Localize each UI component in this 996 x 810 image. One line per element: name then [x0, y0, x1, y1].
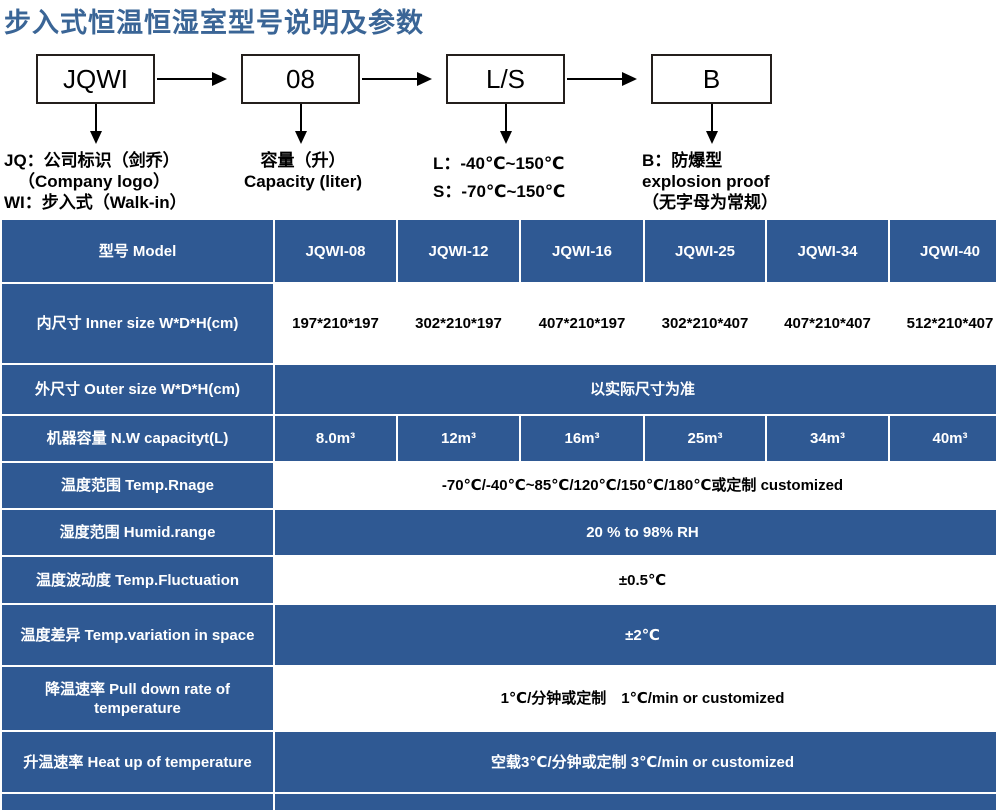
row-label-temp-variation: 温度差异 Temp.variation in space	[2, 605, 273, 665]
header-model-label: 型号 Model	[2, 220, 273, 282]
cell-inner-size-4: 302*210*407	[645, 284, 765, 363]
header-model-jqwi-12: JQWI-12	[398, 220, 519, 282]
cell-inner-size-3: 407*210*197	[521, 284, 643, 363]
diagram-node-explosion: B	[651, 54, 772, 104]
caption-explosion-line-3: （无字母为常规）	[642, 193, 778, 212]
row-label-weight: 机器重量 N.W weight(kg)	[2, 794, 273, 810]
table-row-weight: 机器重量 N.W weight(kg) 以实际重量为准	[2, 794, 996, 810]
cell-outer-size-span: 以实际尺寸为准	[275, 365, 996, 414]
row-label-inner-size: 内尺寸 Inner size W*D*H(cm)	[2, 284, 273, 363]
table-row-humidity: 湿度范围 Humid.range 20 % to 98% RH	[2, 510, 996, 555]
table-row-inner-size: 内尺寸 Inner size W*D*H(cm) 197*210*197 302…	[2, 284, 996, 363]
caption-temp-line-1: L：-40℃~150℃	[433, 154, 565, 173]
caption-jqwi-line-3: WI：步入式（Walk-in）	[4, 193, 187, 212]
row-label-temp-fluctuation: 温度波动度 Temp.Fluctuation	[2, 557, 273, 603]
table-body: 内尺寸 Inner size W*D*H(cm) 197*210*197 302…	[2, 284, 996, 810]
table-row-pull-down-rate: 降温速率 Pull down rate of temperature 1℃/分钟…	[2, 667, 996, 730]
table-row-heat-up-rate: 升温速率 Heat up of temperature 空载3℃/分钟或定制 3…	[2, 732, 996, 792]
table-row-temp-range: 温度范围 Temp.Rnage -70℃/-40℃~85℃/120℃/150℃/…	[2, 463, 996, 508]
caption-capacity-line-2: Capacity (liter)	[243, 172, 363, 191]
arrow-down-jqwi	[90, 104, 102, 144]
caption-explosion-line-1: B：防爆型	[642, 151, 723, 170]
caption-jqwi-line-2: （Company logo）	[18, 172, 171, 191]
caption-temp-line-2: S：-70℃~150℃	[433, 182, 566, 201]
caption-capacity-line-1: 容量（升）	[260, 151, 346, 170]
arrow-down-temp	[500, 104, 512, 144]
arrow-temp-to-explosion	[567, 72, 637, 86]
specification-table: 型号 Model JQWI-08 JQWI-12 JQWI-16 JQWI-25…	[0, 218, 996, 810]
table-row-temp-fluctuation: 温度波动度 Temp.Fluctuation ±0.5℃	[2, 557, 996, 603]
caption-jqwi: JQ：公司标识（剑乔） （Company logo） WI：步入式（Walk-i…	[4, 150, 187, 213]
row-label-capacity: 机器容量 N.W capacityt(L)	[2, 416, 273, 461]
cell-temp-range-span: -70℃/-40℃~85℃/120℃/150℃/180℃或定制 customiz…	[275, 463, 996, 508]
cell-humidity-span: 20 % to 98% RH	[275, 510, 996, 555]
header-model-jqwi-08: JQWI-08	[275, 220, 396, 282]
header-model-jqwi-34: JQWI-34	[767, 220, 888, 282]
cell-capacity-1: 8.0m³	[275, 416, 396, 461]
header-model-jqwi-16: JQWI-16	[521, 220, 643, 282]
caption-jqwi-line-1: JQ：公司标识（剑乔）	[4, 151, 180, 170]
cell-inner-size-2: 302*210*197	[398, 284, 519, 363]
row-label-outer-size: 外尺寸 Outer size W*D*H(cm)	[2, 365, 273, 414]
header-model-jqwi-40: JQWI-40	[890, 220, 996, 282]
cell-heat-up-rate-span: 空载3℃/分钟或定制 3℃/min or customized	[275, 732, 996, 792]
cell-inner-size-1: 197*210*197	[275, 284, 396, 363]
table-header-row: 型号 Model JQWI-08 JQWI-12 JQWI-16 JQWI-25…	[2, 220, 996, 282]
cell-inner-size-6: 512*210*407	[890, 284, 996, 363]
cell-capacity-5: 34m³	[767, 416, 888, 461]
header-model-jqwi-25: JQWI-25	[645, 220, 765, 282]
arrow-capacity-to-temp	[362, 72, 432, 86]
diagram-node-temp-range: L/S	[446, 54, 565, 104]
table-row-capacity: 机器容量 N.W capacityt(L) 8.0m³ 12m³ 16m³ 25…	[2, 416, 996, 461]
cell-pull-down-rate-span: 1℃/分钟或定制 1℃/min or customized	[275, 667, 996, 730]
cell-inner-size-5: 407*210*407	[767, 284, 888, 363]
diagram-node-capacity: 08	[241, 54, 360, 104]
row-label-heat-up-rate: 升温速率 Heat up of temperature	[2, 732, 273, 792]
cell-capacity-6: 40m³	[890, 416, 996, 461]
cell-capacity-4: 25m³	[645, 416, 765, 461]
arrow-down-capacity	[295, 104, 307, 144]
row-label-pull-down-rate: 降温速率 Pull down rate of temperature	[2, 667, 273, 730]
cell-weight-span: 以实际重量为准	[275, 794, 996, 810]
arrow-jqwi-to-capacity	[157, 72, 227, 86]
cell-capacity-2: 12m³	[398, 416, 519, 461]
caption-explosion-line-2: explosion proof	[642, 172, 770, 191]
table-row-outer-size: 外尺寸 Outer size W*D*H(cm) 以实际尺寸为准	[2, 365, 996, 414]
row-label-humidity: 湿度范围 Humid.range	[2, 510, 273, 555]
model-code-diagram: JQWI 08 L/S B JQ：公司标识（剑乔） （Company logo）…	[0, 46, 996, 218]
cell-temp-fluctuation-span: ±0.5℃	[275, 557, 996, 603]
caption-temp-range: L：-40℃~150℃ S：-70℃~150℃	[433, 150, 565, 206]
table-row-temp-variation: 温度差异 Temp.variation in space ±2℃	[2, 605, 996, 665]
diagram-node-jqwi: JQWI	[36, 54, 155, 104]
cell-capacity-3: 16m³	[521, 416, 643, 461]
caption-explosion: B：防爆型 explosion proof （无字母为常规）	[642, 150, 778, 213]
arrow-down-explosion	[706, 104, 718, 144]
caption-capacity: 容量（升） Capacity (liter)	[228, 150, 378, 192]
page-title: 步入式恒温恒湿室型号说明及参数	[4, 8, 424, 38]
row-label-temp-range: 温度范围 Temp.Rnage	[2, 463, 273, 508]
cell-temp-variation-span: ±2℃	[275, 605, 996, 665]
